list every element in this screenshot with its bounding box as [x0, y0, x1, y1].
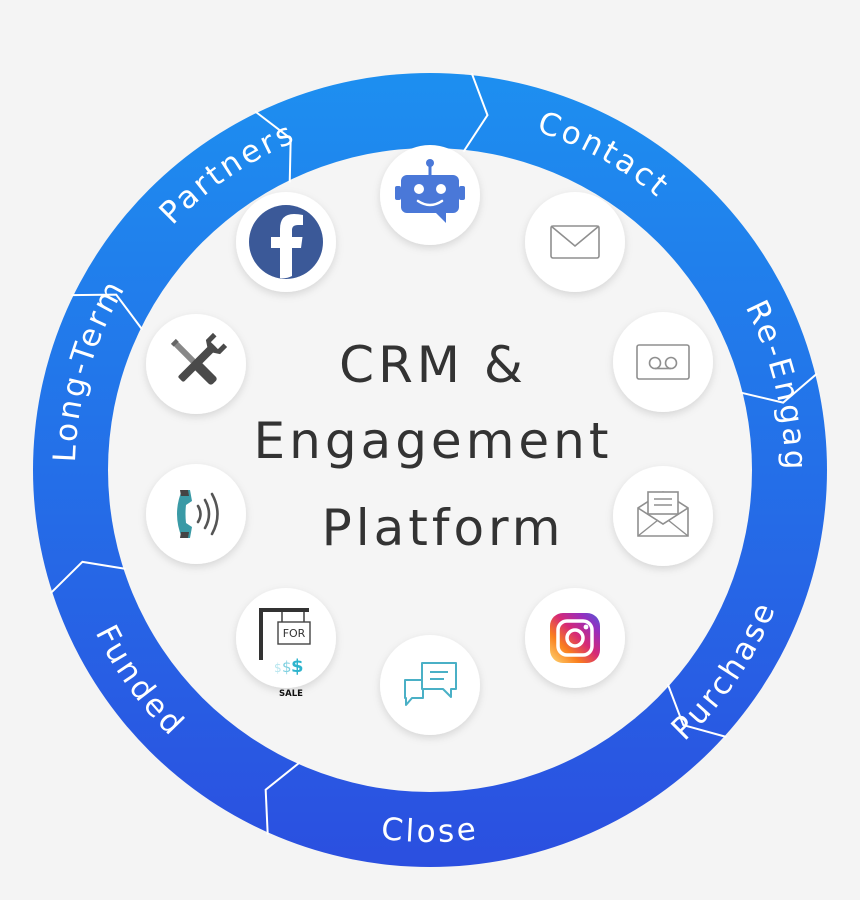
facebook-icon[interactable]: [236, 192, 336, 292]
for-sale-sign-icon[interactable]: FOR $ $ $ SALE: [236, 588, 336, 699]
chatbot-icon[interactable]: [380, 145, 480, 245]
svg-text:$: $: [274, 661, 282, 675]
stage-label-close: Close: [380, 811, 481, 850]
stage-separator-3: [666, 683, 727, 738]
svg-text:$: $: [282, 658, 292, 676]
stage-separators: [49, 72, 818, 835]
tools-icon[interactable]: [146, 314, 246, 414]
stage-separator-2: [740, 372, 818, 404]
stage-separator-5: [49, 560, 126, 595]
stage-separator-4: [264, 761, 301, 835]
svg-text:$: $: [291, 656, 304, 677]
phone-call-icon[interactable]: [146, 464, 246, 564]
voicemail-icon[interactable]: [613, 312, 713, 412]
chat-bubbles-icon[interactable]: [380, 635, 480, 735]
stage-separator-7: [254, 110, 292, 183]
newsletter-icon[interactable]: [613, 466, 713, 566]
center-title: CRM & Engagement Platform: [254, 336, 613, 557]
stage-separator-1: [462, 72, 489, 153]
for-sale-sign-bottom-text: SALE: [279, 689, 303, 699]
stage-separator-6: [71, 293, 144, 331]
center-title-line-3: Platform: [322, 499, 565, 557]
email-icon[interactable]: [525, 192, 625, 292]
center-title-line-2: Engagement: [254, 412, 613, 470]
channel-icons: FOR $ $ $ SALE: [146, 145, 713, 735]
for-sale-sign-top-text: FOR: [283, 627, 306, 640]
instagram-icon[interactable]: [525, 588, 625, 688]
center-title-line-1: CRM &: [339, 336, 527, 394]
